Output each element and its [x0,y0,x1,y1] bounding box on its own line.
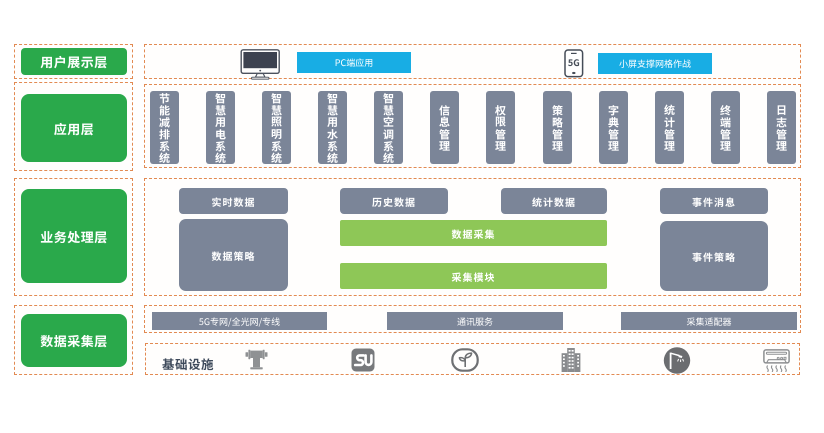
layer-label-business: 业务处理层 [21,189,127,283]
pc-app-box: PC端应用 [297,52,411,73]
app-system-box: 智慧用电系统 [206,91,235,164]
adapter-box: 采集适配器 [621,312,797,330]
app-system-box: 字典管理 [599,91,628,164]
network-box: 5G专网/全光网/专线 [152,312,327,330]
data-collection-box: 数据采集 [340,220,607,246]
data-strategy-box: 数据策略 [179,219,288,291]
comm-service-box: 通讯服务 [387,312,563,330]
app-system-box: 统计管理 [655,91,684,164]
app-system-box: 智慧空调系统 [374,91,403,164]
app-system-box: 日志管理 [767,91,796,164]
collection-module-box: 采集模块 [340,263,607,289]
event-message-box: 事件消息 [660,188,768,214]
app-system-box: 智慧用水系统 [318,91,347,164]
air-conditioner-icon [763,349,790,372]
mobile-app-box: 小屏支撑网格作战 [598,53,712,74]
app-system-box: 权限管理 [486,91,515,164]
realtime-data-box: 实时数据 [179,188,288,214]
su-logo-icon [351,348,375,372]
stats-data-box: 统计数据 [501,188,607,214]
layer-label-application: 应用层 [21,94,127,162]
app-system-box: 策略管理 [543,91,572,164]
event-strategy-box: 事件策略 [660,221,768,291]
layer-label-collection: 数据采集层 [21,314,127,367]
building-icon [561,348,581,372]
monitor-icon [240,49,280,80]
street-lamp-icon [663,347,691,374]
pipe-icon [245,349,268,370]
sprout-icon [451,348,479,372]
app-system-box: 智慧照明系统 [262,91,291,164]
layer-label-user-display: 用户展示层 [21,48,127,75]
app-system-box: 信息管理 [430,91,459,164]
phone-5g-badge: 5G [568,56,580,69]
infrastructure-label: 基础设施 [162,354,215,373]
app-system-box: 节能减排系统 [150,91,179,164]
application-layer-panel [144,84,801,168]
app-system-box: 终端管理 [711,91,740,164]
history-data-box: 历史数据 [340,188,448,214]
phone-5g-icon: 5G [564,49,584,78]
